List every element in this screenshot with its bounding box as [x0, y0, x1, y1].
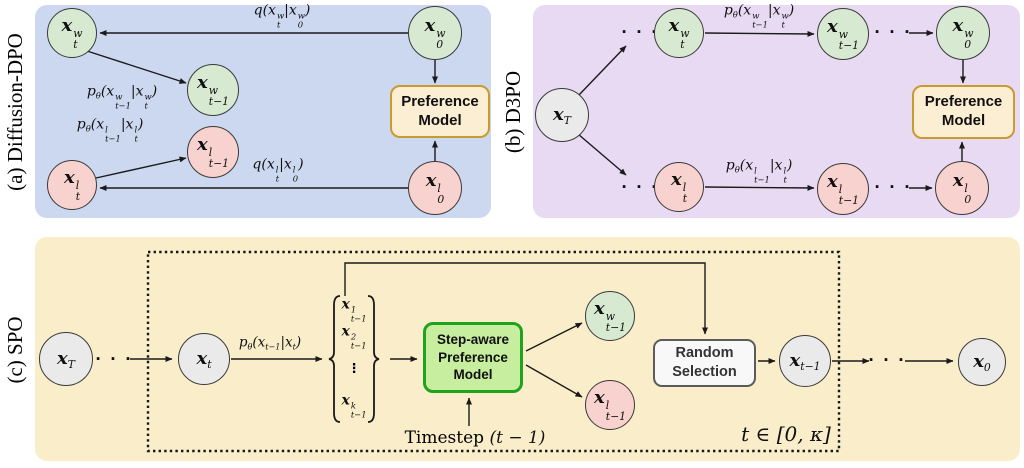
preference-model-label: Model: [418, 111, 462, 129]
step-model-label: Model: [453, 367, 493, 383]
arrow-b-p-w: [704, 30, 815, 37]
random-selection-box: Random Selection: [653, 339, 756, 387]
left-brace: [328, 295, 341, 423]
step-model-label: Preference: [438, 349, 508, 365]
node-c-x0: x0: [958, 338, 1006, 386]
arrow-a-p-w: [86, 50, 187, 84]
ellipsis: · · ·: [874, 23, 912, 41]
arrow-b-branch-up: [577, 45, 627, 97]
node-c-xT: xT: [39, 332, 93, 386]
preference-model-label: Preference: [401, 92, 479, 110]
preference-model-label: Model: [941, 112, 986, 129]
random-selection-label: Selection: [672, 364, 737, 380]
ellipsis: · · ·: [621, 23, 659, 41]
step-aware-preference-model-box: Step-aware Preference Model: [423, 322, 523, 393]
timestep-range-label: t ∈ [0, κ]: [741, 422, 831, 446]
arrow-c-step-to-win: [525, 322, 583, 352]
arrow-c-step-to-lose: [525, 364, 583, 398]
timestep-word: Timestep: [404, 428, 490, 448]
node-c-xt: xt: [178, 333, 230, 385]
random-selection-label: Random: [675, 345, 734, 362]
timestep-math: (t − 1): [489, 428, 546, 448]
arrow-b-branch-down: [577, 133, 627, 176]
node-label: xT: [57, 347, 75, 371]
preference-model-box-a: Preference Model: [390, 85, 490, 138]
ellipsis: · · ·: [868, 351, 906, 369]
node-label: x0: [973, 350, 991, 374]
dotted-boundary: [146, 250, 841, 453]
preference-model-label: Preference: [924, 93, 1003, 111]
timestep-label: Timestep (t − 1): [405, 428, 546, 448]
candidate-vertical-ellipsis: ⋮: [347, 361, 361, 377]
node-label: xt: [196, 347, 212, 371]
ellipsis: · · ·: [95, 350, 133, 368]
arrow-b-p-l: [704, 184, 815, 191]
step-model-label: Step-aware: [436, 332, 510, 348]
arrow-a-p-l: [95, 156, 187, 179]
edge-label-c-p: pθ(xt−1|xt): [238, 334, 302, 352]
node-b-xT: xT: [535, 88, 589, 142]
node-label: xt−1: [789, 349, 821, 373]
ellipsis: · · ·: [874, 178, 912, 196]
preference-model-box-b: Preference Model: [912, 85, 1015, 139]
node-label: xT: [553, 103, 571, 127]
right-brace: [367, 295, 380, 423]
ellipsis: · · ·: [621, 178, 659, 196]
arrow-c-feedback: [344, 262, 708, 335]
node-c-xt1: xt−1: [779, 335, 831, 387]
